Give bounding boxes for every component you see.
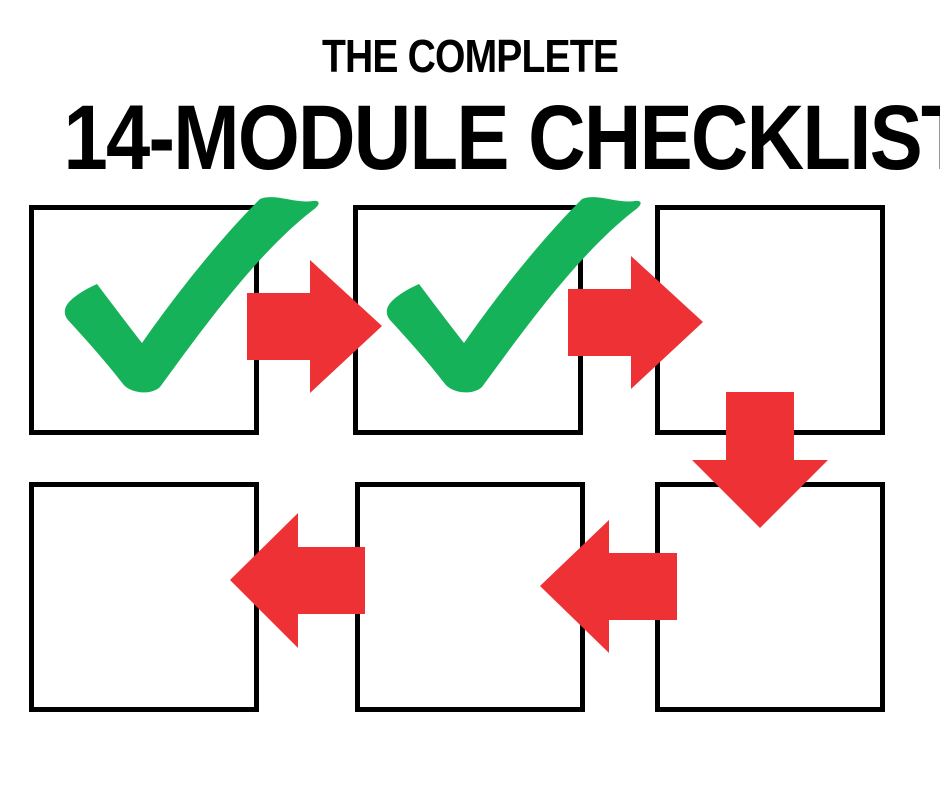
module-box-4 xyxy=(29,482,259,712)
title-line-2: 14-MODULE CHECKLIST xyxy=(63,87,940,189)
title-line-1: THE COMPLETE xyxy=(321,30,619,82)
arrow-left-icon xyxy=(230,513,365,648)
arrow-right-icon xyxy=(247,260,382,393)
arrow-right-icon xyxy=(568,256,703,389)
arrow-down-icon xyxy=(692,392,828,528)
checkmark-icon xyxy=(386,197,641,393)
checkmark-icon xyxy=(64,197,319,393)
arrow-left-icon xyxy=(540,520,677,653)
